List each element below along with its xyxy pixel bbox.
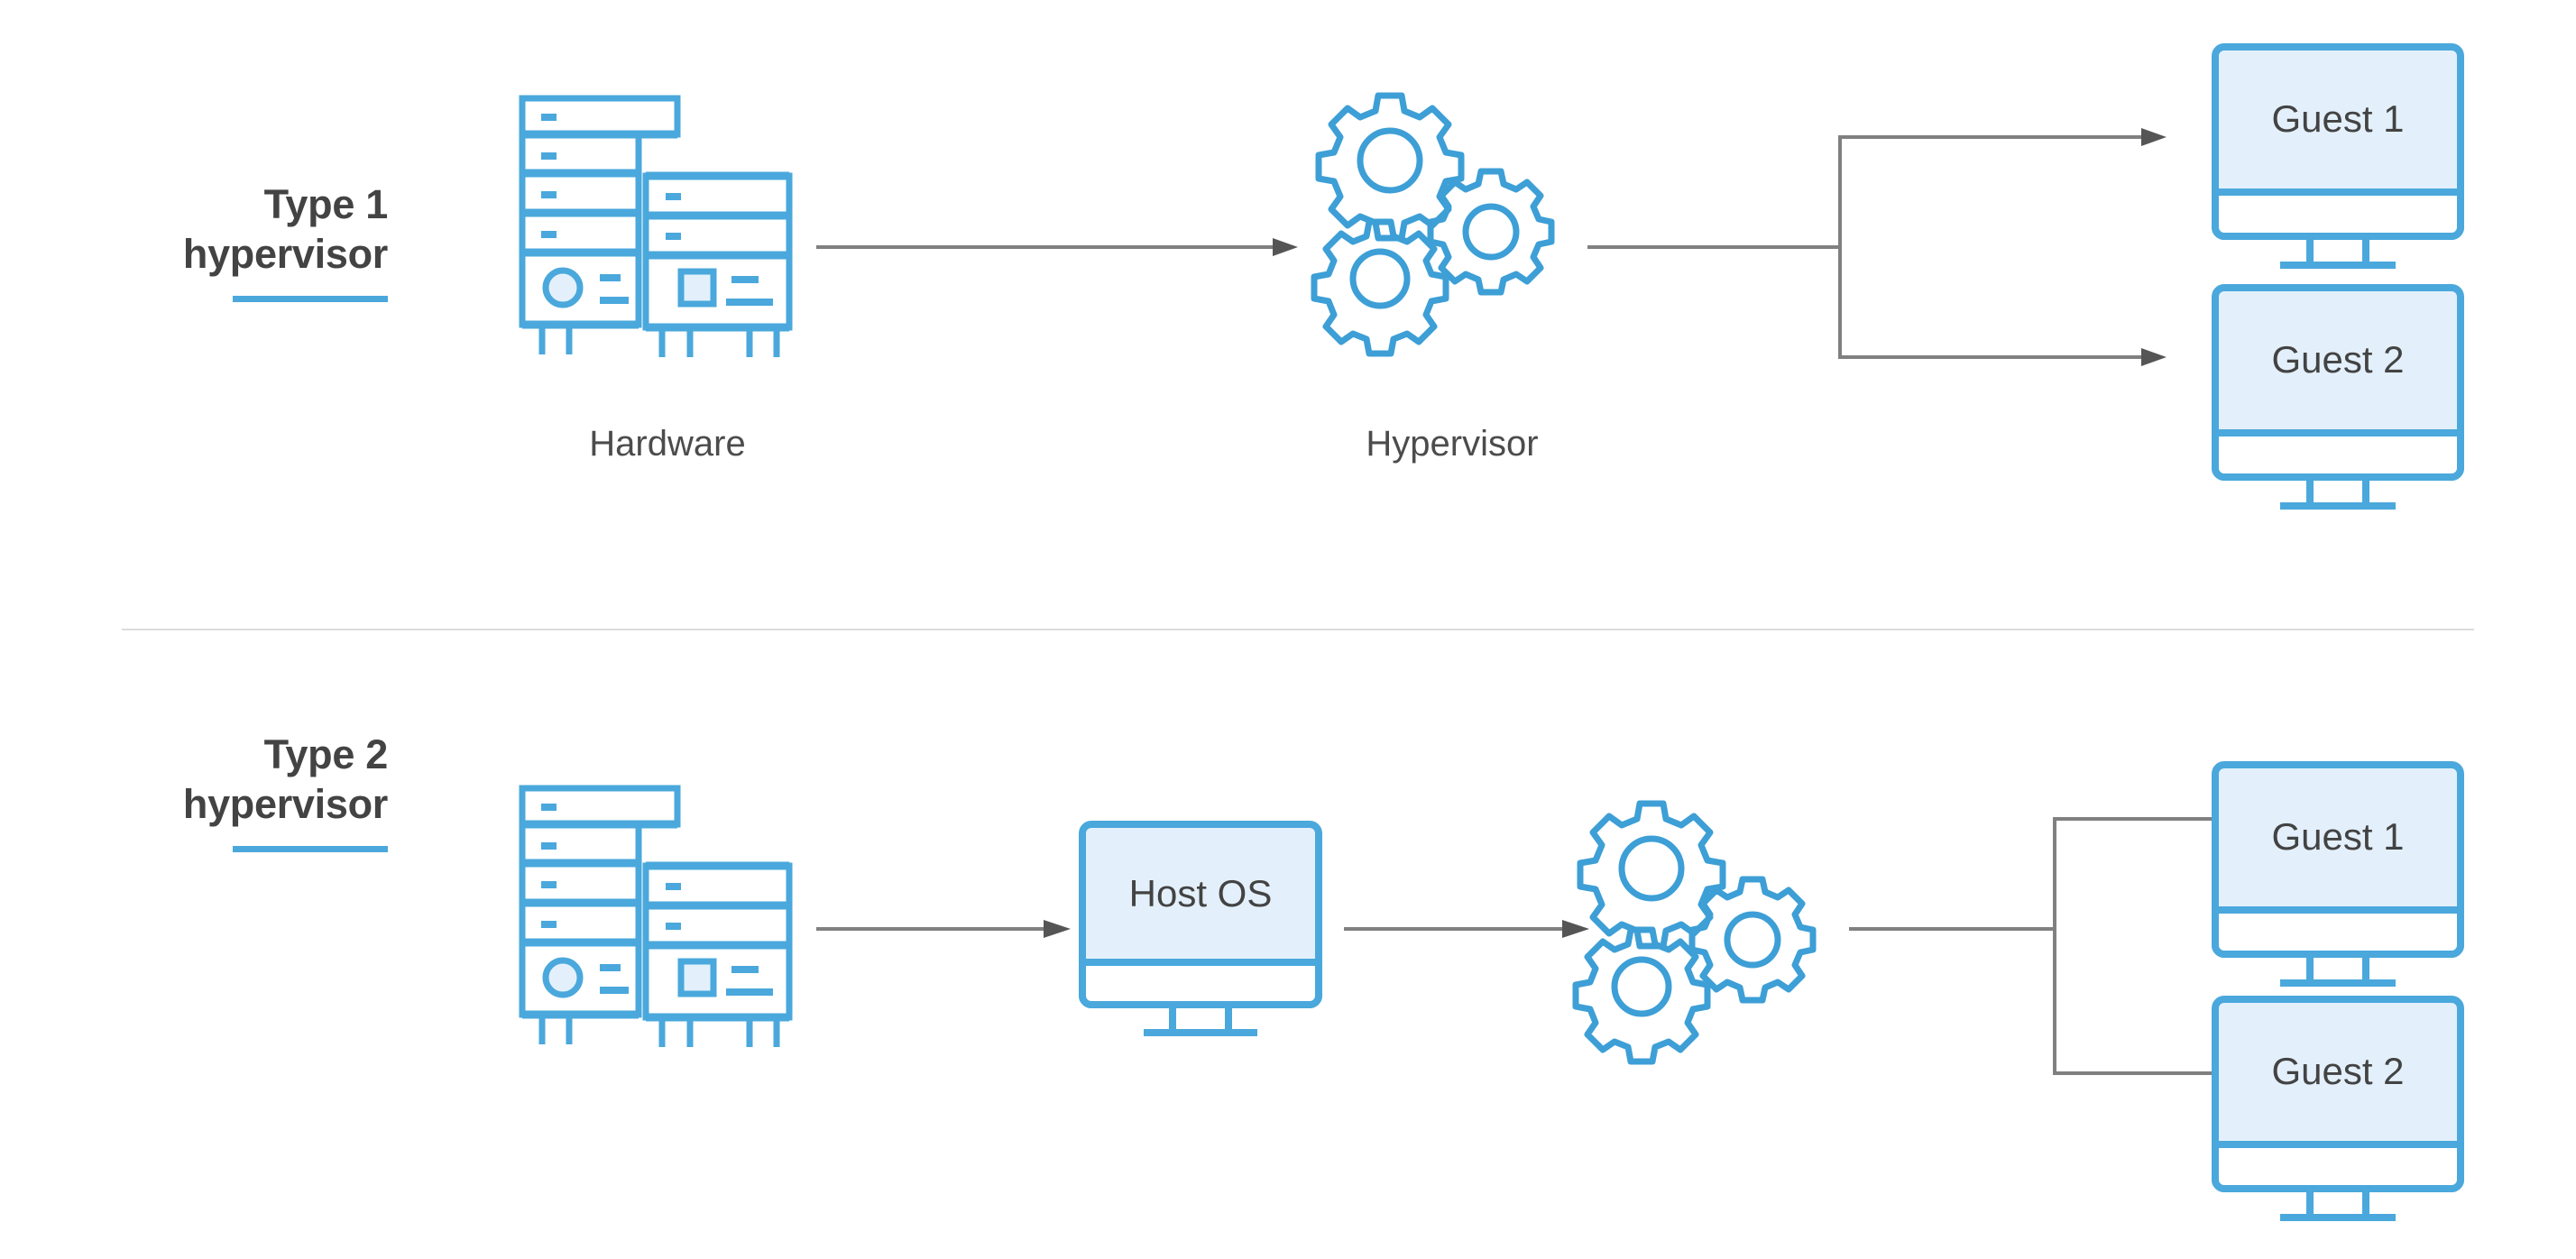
type1-hardware-caption: Hardware <box>589 424 746 464</box>
type2-guest2-monitor[interactable]: Guest 2 <box>2212 996 2473 1239</box>
type1-guest2-monitor[interactable]: Guest 2 <box>2212 284 2473 528</box>
type1-row-label: Type 1 hypervisor <box>45 180 388 302</box>
type2-label-text: Type 2 hypervisor <box>182 731 388 827</box>
type2-hypervisor-row: Type 2 hypervisor <box>0 630 2576 1259</box>
type2-guest2-label-text: Guest 2 <box>2271 1050 2404 1092</box>
row-divider <box>122 629 2474 630</box>
type2-hardware-icon <box>519 785 816 1091</box>
type2-host-os-label-text: Host OS <box>1129 872 1273 914</box>
type1-accent-rule <box>233 295 388 302</box>
type1-hypervisor-caption: Hypervisor <box>1366 424 1539 464</box>
type1-arrow-hardware-to-hypervisor <box>816 236 1303 262</box>
type2-arrow-hardware-to-hostos <box>816 918 1078 944</box>
type1-hypervisor-row: Type 1 hypervisor <box>45 43 2473 528</box>
type1-guest1-label-text: Guest 1 <box>2271 97 2404 140</box>
type1-branch-connector <box>1587 108 2201 401</box>
type2-arrow-hostos-to-hypervisor <box>1344 918 1596 944</box>
type2-host-os-monitor[interactable]: Host OS <box>1079 821 1331 1055</box>
type2-accent-rule <box>233 845 388 852</box>
type1-label-text: Type 1 hypervisor <box>182 181 388 277</box>
type2-hypervisor-icon <box>1572 796 1845 1067</box>
type2-guest1-label-text: Guest 1 <box>2271 815 2404 858</box>
type1-guest1-monitor[interactable]: Guest 1 <box>2212 43 2473 287</box>
type1-hypervisor-icon <box>1311 88 1583 357</box>
type1-hardware-icon <box>519 95 816 401</box>
type1-guest2-label-text: Guest 2 <box>2271 338 2404 381</box>
type2-guest1-monitor[interactable]: Guest 1 <box>2212 761 2473 1005</box>
type2-row-label: Type 2 hypervisor <box>45 731 388 852</box>
